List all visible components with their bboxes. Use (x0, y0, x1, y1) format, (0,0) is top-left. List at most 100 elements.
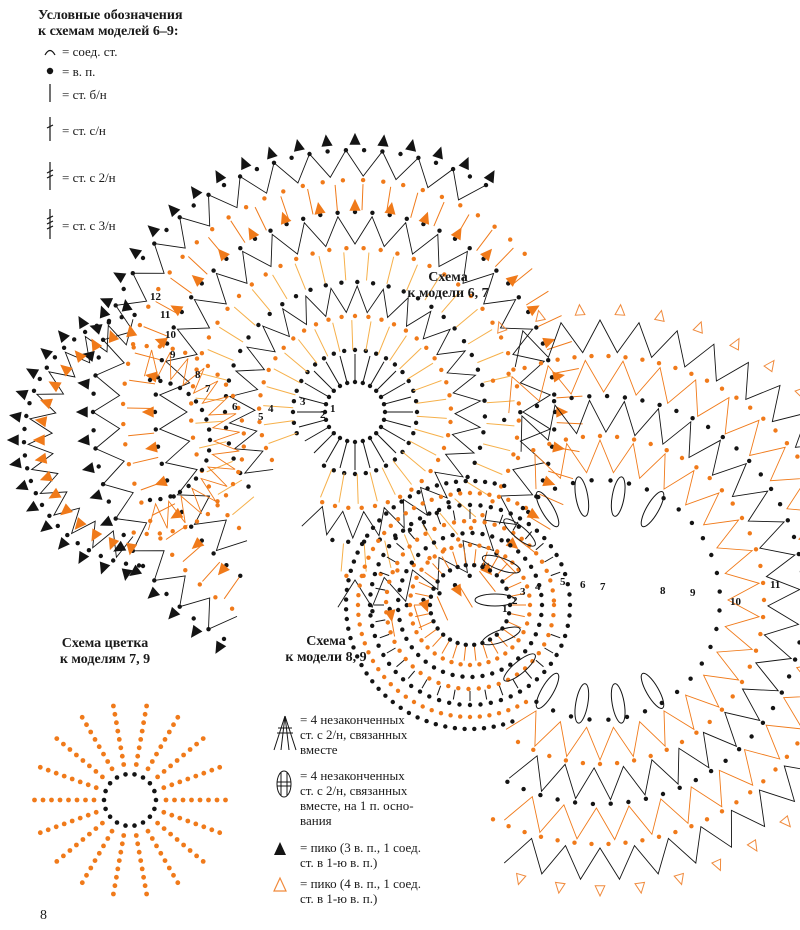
chain-dot (382, 530, 387, 536)
chain-dot (133, 833, 139, 838)
chain-dot (387, 606, 392, 612)
chain-dot (504, 619, 509, 624)
chain-dot (796, 551, 800, 557)
chain-dot (387, 212, 392, 218)
chain-dot (197, 582, 202, 587)
chain-dot (447, 700, 452, 705)
chain-dot (689, 824, 694, 829)
chain-dot (445, 433, 451, 438)
filled-triangle-icon (450, 583, 462, 597)
chain-dot (515, 704, 520, 709)
chain-dot (119, 841, 125, 847)
outline-triangle-icon (673, 872, 685, 886)
chain-dot (758, 631, 763, 637)
chain-dot (467, 174, 473, 179)
chain-dot (506, 708, 511, 713)
filled-triangle-icon (129, 564, 143, 577)
chain-dot (96, 744, 102, 750)
filled-triangle-icon (349, 198, 361, 211)
chain-dot (114, 775, 120, 780)
chain-dot (482, 520, 487, 525)
chain-dot (215, 372, 220, 377)
chain-dot (385, 620, 390, 625)
chain-dot (506, 611, 512, 616)
filled-triangle-icon (99, 515, 114, 526)
filled-triangle-icon (34, 416, 48, 428)
chain-dot (720, 434, 725, 440)
chain-dot (383, 599, 389, 605)
chain-dot (435, 579, 440, 584)
chain-dot (142, 711, 148, 717)
outline-triangle-icon (692, 320, 703, 334)
stitch-mark (406, 264, 418, 291)
chain-dot (531, 448, 536, 453)
chain-dot (152, 788, 157, 794)
chain-dot (520, 505, 526, 511)
chain-dot (123, 561, 129, 566)
chain-dot (477, 714, 482, 719)
stitch-mark (230, 220, 246, 243)
chain-dot (69, 776, 75, 782)
chain-dot (648, 441, 653, 447)
chain-dot (37, 830, 43, 836)
chain-dot (795, 454, 800, 459)
stitch-mark (553, 368, 579, 374)
chain-dot (331, 351, 336, 356)
stitch-mark (441, 641, 450, 654)
legend-item-chain: = в. п. (42, 64, 95, 80)
chain-dot (425, 645, 430, 650)
chain-dot (170, 529, 175, 534)
chain-dot (37, 764, 43, 770)
chain-dot (343, 607, 349, 612)
chain-dot (388, 630, 393, 635)
stitch-mark (544, 556, 554, 563)
chain-dot (494, 632, 499, 637)
chain-dot (442, 272, 447, 277)
chain-dot (131, 345, 136, 350)
chain-dot (447, 393, 452, 398)
chain-dot (417, 689, 423, 694)
chain-dot (144, 343, 149, 349)
stitch-mark (413, 605, 423, 631)
chain-dot (500, 579, 505, 584)
chain-dot (704, 378, 710, 383)
chain-dot (370, 546, 376, 552)
chain-dot (343, 597, 349, 602)
chain-dot (448, 406, 454, 411)
stitch-mark (510, 613, 525, 618)
row-number: 1 (330, 403, 336, 415)
chain-dot (432, 526, 437, 532)
chain-dot (589, 478, 594, 483)
chain-dot (209, 767, 215, 773)
chain-dot (440, 549, 445, 554)
chain-dot (563, 437, 569, 442)
chain-dot (100, 774, 105, 780)
chain-dot (69, 818, 75, 824)
legend-item-tr: = ст. с 2/н (42, 162, 116, 193)
chain-dot (398, 151, 403, 157)
chain-dot (441, 573, 446, 578)
chain-dot (361, 148, 367, 153)
chain-dot (502, 483, 507, 488)
filled-triangle-icon (15, 479, 29, 491)
chain-dot (482, 414, 488, 419)
stitch-mark (263, 405, 294, 409)
chain-dot (376, 686, 381, 691)
chain-dot (111, 558, 116, 563)
chain-dot (452, 725, 458, 731)
chain-dot (496, 711, 502, 716)
row-number: 5 (560, 576, 566, 588)
caption-line: к модели 6, 7 (407, 286, 489, 301)
chain-dot (461, 339, 467, 344)
chain-dot (169, 812, 175, 818)
chain-dot (597, 433, 603, 439)
chain-dot (773, 428, 778, 433)
stitch-mark (151, 503, 176, 516)
chain-dot (519, 536, 524, 541)
filled-triangle-icon (39, 398, 53, 410)
chain-dot (107, 781, 113, 786)
chain-dot (155, 444, 161, 449)
chain-dot (773, 767, 778, 772)
stitch-mark (477, 351, 504, 364)
stitch-mark (556, 395, 583, 399)
